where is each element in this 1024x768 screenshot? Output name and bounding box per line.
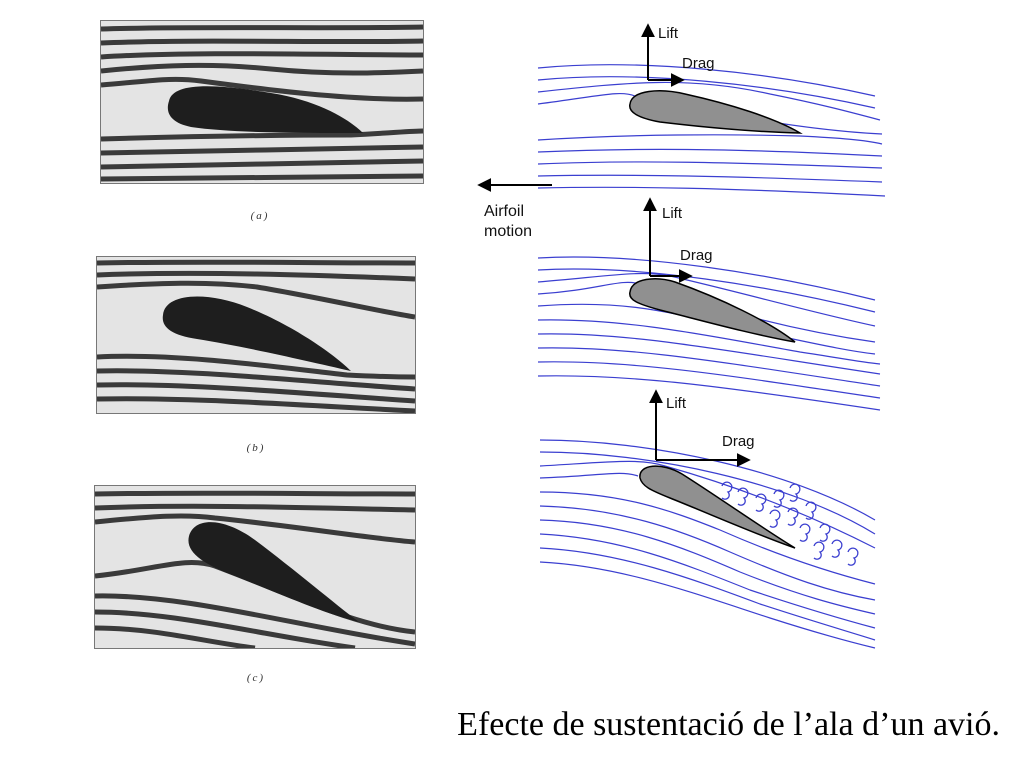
airfoil-diagram: Lift Drag Airfoil motion Lift Drag (477, 23, 886, 649)
flow-photo-b (96, 256, 416, 414)
drag-label-top: Drag (682, 55, 715, 72)
airfoil-motion-label-1: Airfoil (484, 203, 524, 220)
airfoil-middle (629, 278, 796, 343)
lift-label-bottom: Lift (666, 395, 687, 412)
flow-photo-c (94, 485, 416, 649)
photo-label-c: (c) (246, 672, 266, 684)
diagram-bottom: Lift Drag (539, 389, 876, 649)
streamlines-top (537, 64, 886, 197)
airfoil-motion-label-2: motion (484, 223, 532, 240)
lift-label-top: Lift (658, 25, 679, 42)
diagram-top: Lift Drag (537, 23, 886, 197)
photo-label-a: (a) (250, 210, 270, 222)
streamlines-bottom (539, 439, 876, 649)
drag-label-middle: Drag (680, 247, 713, 264)
streamlines-middle (537, 256, 881, 411)
drag-label-bottom: Drag (722, 433, 755, 450)
airfoil-bottom (639, 465, 796, 549)
photo-label-b: (b) (246, 442, 266, 454)
flow-photo-a (100, 20, 424, 184)
turbulence-vortices (721, 481, 859, 566)
diagram-middle: Lift Drag (537, 197, 881, 411)
caption: Efecte de sustentació de l’ala d’un avió… (457, 706, 1000, 743)
lift-label-middle: Lift (662, 205, 683, 222)
airfoil-top (629, 90, 803, 134)
